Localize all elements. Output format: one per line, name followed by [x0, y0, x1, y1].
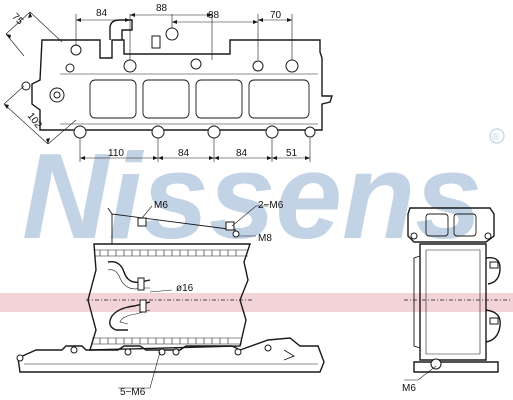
flange-arrow: [283, 349, 296, 361]
pipe-stub: [109, 19, 133, 40]
hose-upper: [107, 261, 151, 283]
boss-top-5: [252, 60, 264, 72]
boss-left-small: [65, 63, 75, 73]
dim-top-1: 75: [9, 12, 25, 28]
top-view-outline: [31, 39, 333, 131]
hose-clamp-2: [139, 299, 147, 313]
end-view: M6: [402, 207, 510, 394]
side-body-outline: [87, 243, 251, 351]
end-hose-upper: [485, 257, 501, 285]
leader-diameter: [149, 289, 173, 293]
leader-m6-two: [231, 205, 268, 227]
flange-hole-2: [70, 346, 78, 354]
end-top-flange: [407, 207, 495, 243]
flange-hole-7: [264, 344, 272, 352]
logo-brand: Nissens: [22, 128, 482, 264]
side-fin-bottom: [92, 337, 242, 345]
end-hose-lower: [485, 309, 501, 343]
label-m6-two: 2−M6: [258, 200, 284, 211]
port-3: [195, 79, 243, 119]
label-end-m6: M6: [402, 383, 416, 394]
pipe-stub-sensor: [151, 35, 161, 49]
boss-bottom-3: [207, 125, 221, 139]
flange-hole-1: [16, 354, 24, 362]
side-view: M6 2−M6 M8 ø16 5−M6: [16, 200, 325, 398]
stud-top-3: [232, 230, 240, 238]
end-port-right: [453, 213, 477, 237]
end-body-outline: [419, 243, 487, 361]
end-flange-hole-2: [484, 232, 492, 240]
stud-top-1: [137, 217, 147, 227]
flange-hole-6: [234, 348, 242, 356]
boss-bottom-2: [151, 125, 165, 139]
boss-left-center: [53, 91, 61, 99]
dim-lines-top: [75, 14, 293, 60]
dim-top-3: 88: [156, 3, 168, 14]
leader-end-m6: [404, 365, 437, 381]
boss-left-end: [21, 81, 31, 91]
end-body-inner: [425, 249, 481, 355]
boss-top-1: [70, 44, 82, 56]
registered-mark-circle: [489, 128, 505, 144]
stud-top-2: [225, 221, 235, 231]
end-side-cap-left: [413, 255, 421, 349]
flange-hole-5: [172, 348, 180, 356]
flange-hole-3: [124, 348, 132, 356]
dim-bottom-1: 110: [108, 148, 124, 159]
dim-bottom-2: 84: [178, 148, 190, 159]
dim-top-5: 70: [270, 10, 282, 21]
top-inner-rail: [60, 73, 318, 125]
side-fin-hatch-bottom: [99, 338, 229, 344]
side-fin-hatch-top: [99, 250, 237, 256]
flange-hole-4: [158, 348, 166, 356]
boss-bottom-4: [265, 125, 279, 139]
label-m6-five: 5−M6: [120, 387, 146, 398]
dim-arrows-top: [76, 13, 292, 24]
hose-upper-inner: [107, 269, 150, 290]
logo-registered: ®: [492, 132, 500, 143]
end-bolt-bottom: [430, 358, 442, 370]
hose-lower-inner: [119, 309, 151, 325]
dim-bottom-4: 51: [286, 148, 298, 159]
boss-top-4: [190, 58, 202, 70]
dim-top-4: 88: [208, 10, 220, 21]
dim-bottom-3: 84: [236, 148, 248, 159]
boss-bottom-1: [73, 125, 87, 139]
boss-top-3: [165, 27, 179, 41]
port-4: [248, 79, 310, 119]
side-bottom-flange: [17, 337, 325, 373]
boss-bottom-5: [304, 126, 316, 138]
logo-band: [0, 293, 513, 312]
label-m6-top: M6: [154, 200, 168, 211]
dim-75-arrows: [6, 12, 32, 39]
end-hose-clamp-1: [489, 261, 499, 269]
boss-top-6: [285, 59, 299, 73]
leader-m6-top: [141, 205, 153, 219]
label-diameter: ø16: [176, 283, 194, 294]
boss-top-2: [123, 59, 137, 73]
end-port-left: [425, 213, 449, 237]
end-flange-hole-1: [410, 232, 418, 240]
dim-top-2: 84: [96, 8, 108, 19]
port-2: [142, 79, 190, 119]
end-hose-clamp-2: [489, 317, 499, 325]
side-fin-top: [94, 249, 248, 257]
top-view: 84 88 88 70 75 102 110 84 84 51: [3, 3, 333, 162]
port-1: [89, 79, 137, 119]
hose-clamp-1: [137, 277, 145, 291]
leader-m6-five: [118, 351, 161, 389]
side-upper-bracket: [107, 207, 237, 244]
logo-watermark: Nissens ®: [0, 128, 513, 312]
dim-102-line: [3, 85, 77, 145]
end-bottom-foot: [413, 361, 499, 373]
dim-lines-bottom: [79, 138, 311, 162]
label-m8: M8: [258, 233, 272, 244]
hose-lower: [109, 301, 151, 331]
